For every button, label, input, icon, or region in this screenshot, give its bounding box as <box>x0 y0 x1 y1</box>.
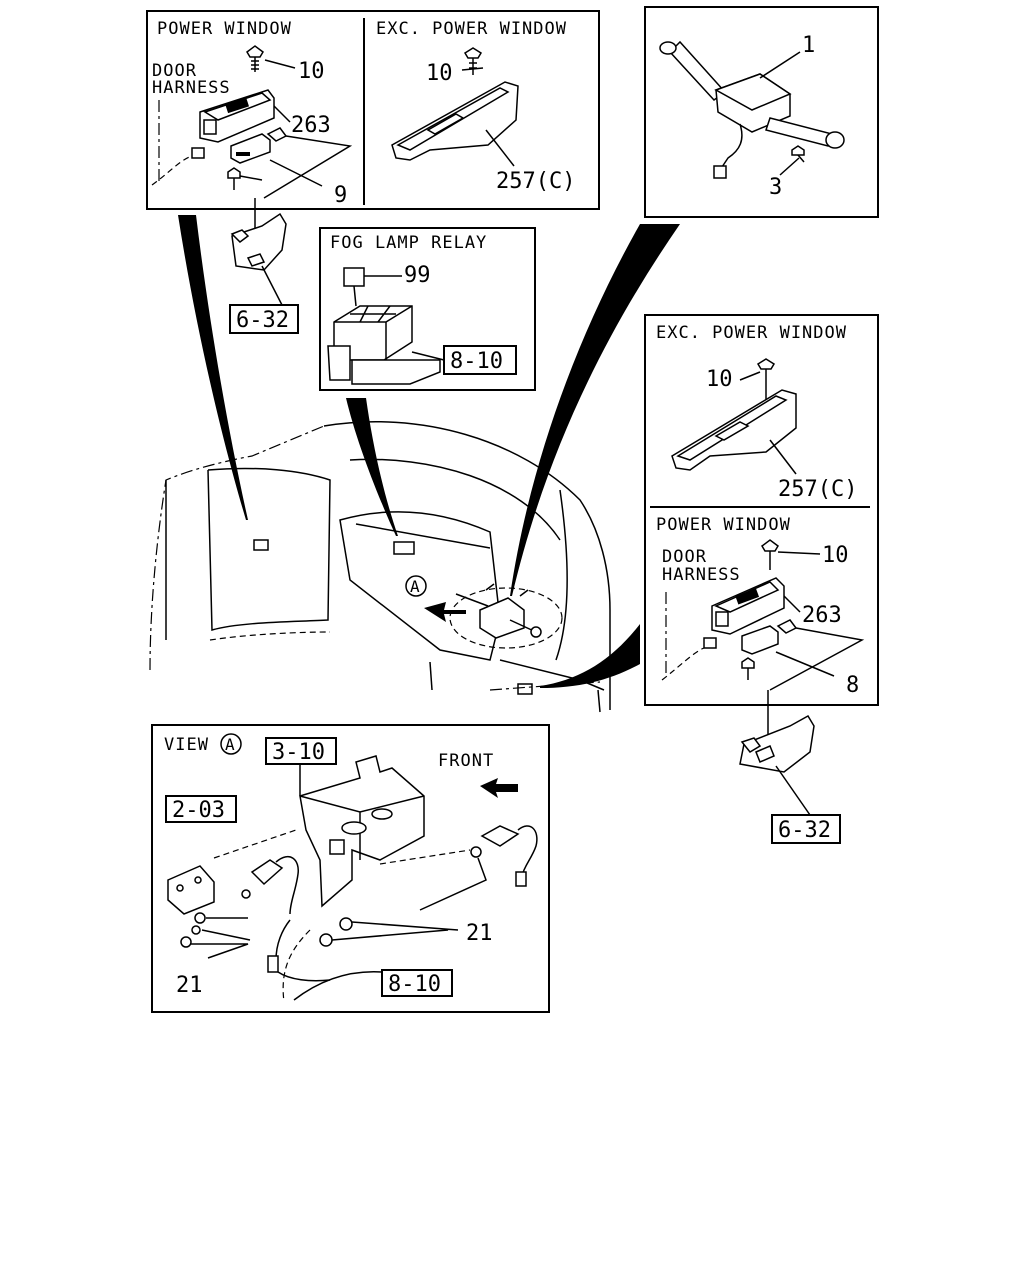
title-exc-power-window-right: EXC. POWER WINDOW <box>656 323 847 343</box>
ref-box-2-03 <box>165 795 237 823</box>
callout-99: 99 <box>404 263 431 288</box>
ref-box-8-10-fog <box>443 345 517 375</box>
callout-257c-b: 257(C) <box>778 477 857 502</box>
callout-21-right: 21 <box>466 921 493 946</box>
callout-10-d: 10 <box>822 543 849 568</box>
callout-8: 8 <box>846 673 859 698</box>
panel-power-window-passenger: EXC. POWER WINDOW POWER WINDOW DOOR HARN… <box>644 314 879 706</box>
view-a-marker: A <box>225 735 235 754</box>
ref-3-10: 3-10 <box>272 740 325 765</box>
title-exc-power-window: EXC. POWER WINDOW <box>376 19 567 39</box>
ref-box-3-10 <box>265 737 337 765</box>
door-harness-label-2: HARNESS <box>152 78 231 98</box>
ref-8-10-fog: 8-10 <box>450 349 503 374</box>
door-harness-right-2: HARNESS <box>662 565 741 585</box>
callout-10-c: 10 <box>706 367 733 392</box>
ref-6-32-left: 6-32 <box>236 308 289 333</box>
callout-3: 3 <box>769 175 782 200</box>
callout-263: 263 <box>291 113 331 138</box>
title-power-window-right: POWER WINDOW <box>656 515 791 535</box>
ref-box-8-10-view <box>381 969 453 997</box>
callout-257c-a: 257(C) <box>496 169 575 194</box>
leader-wedge-right <box>540 624 640 688</box>
exc-switch-bezel-icon <box>391 47 519 161</box>
front-label: FRONT <box>438 751 494 771</box>
ref-box-6-32-left <box>229 304 299 334</box>
callout-10-b: 10 <box>426 61 453 86</box>
harness-connector-icon <box>230 127 288 164</box>
ref-8-10-view: 8-10 <box>388 972 441 997</box>
panel-view-a: VIEW A 3-10 2-03 8-10 FRONT 21 <box>151 724 550 1013</box>
screw-icon <box>246 45 264 72</box>
callout-9: 9 <box>334 183 347 208</box>
callout-1: 1 <box>802 33 815 58</box>
vehicle-interior-sketch: A <box>149 420 611 713</box>
bracket-right-icon <box>739 690 815 773</box>
bracket-left-icon <box>230 198 287 271</box>
leader-wedge-left <box>178 215 248 520</box>
title-fog-lamp-relay: FOG LAMP RELAY <box>330 233 487 253</box>
door-harness-right-1: DOOR <box>662 547 707 567</box>
panel-combination-switch <box>644 6 879 218</box>
leader-wedge-fog <box>346 398 398 536</box>
door-harness-label-1: DOOR <box>152 61 197 81</box>
ref-2-03: 2-03 <box>172 798 225 823</box>
view-a-title: VIEW <box>164 735 209 755</box>
callout-21-left: 21 <box>176 973 203 998</box>
front-arrow-icon <box>480 778 518 798</box>
callout-263-b: 263 <box>802 603 842 628</box>
center-marker-a: A <box>410 577 420 596</box>
title-power-window: POWER WINDOW <box>157 19 292 39</box>
panel-fog-lamp-relay: FOG LAMP RELAY 99 <box>319 227 536 391</box>
callout-10-a: 10 <box>298 59 325 84</box>
power-window-switch-icon <box>199 89 275 143</box>
ref-box-6-32-right <box>771 814 841 844</box>
panel-power-window-driver: POWER WINDOW EXC. POWER WINDOW DOOR HARN… <box>146 10 600 210</box>
ref-6-32-right: 6-32 <box>778 818 831 843</box>
bolt-icon <box>227 167 241 190</box>
